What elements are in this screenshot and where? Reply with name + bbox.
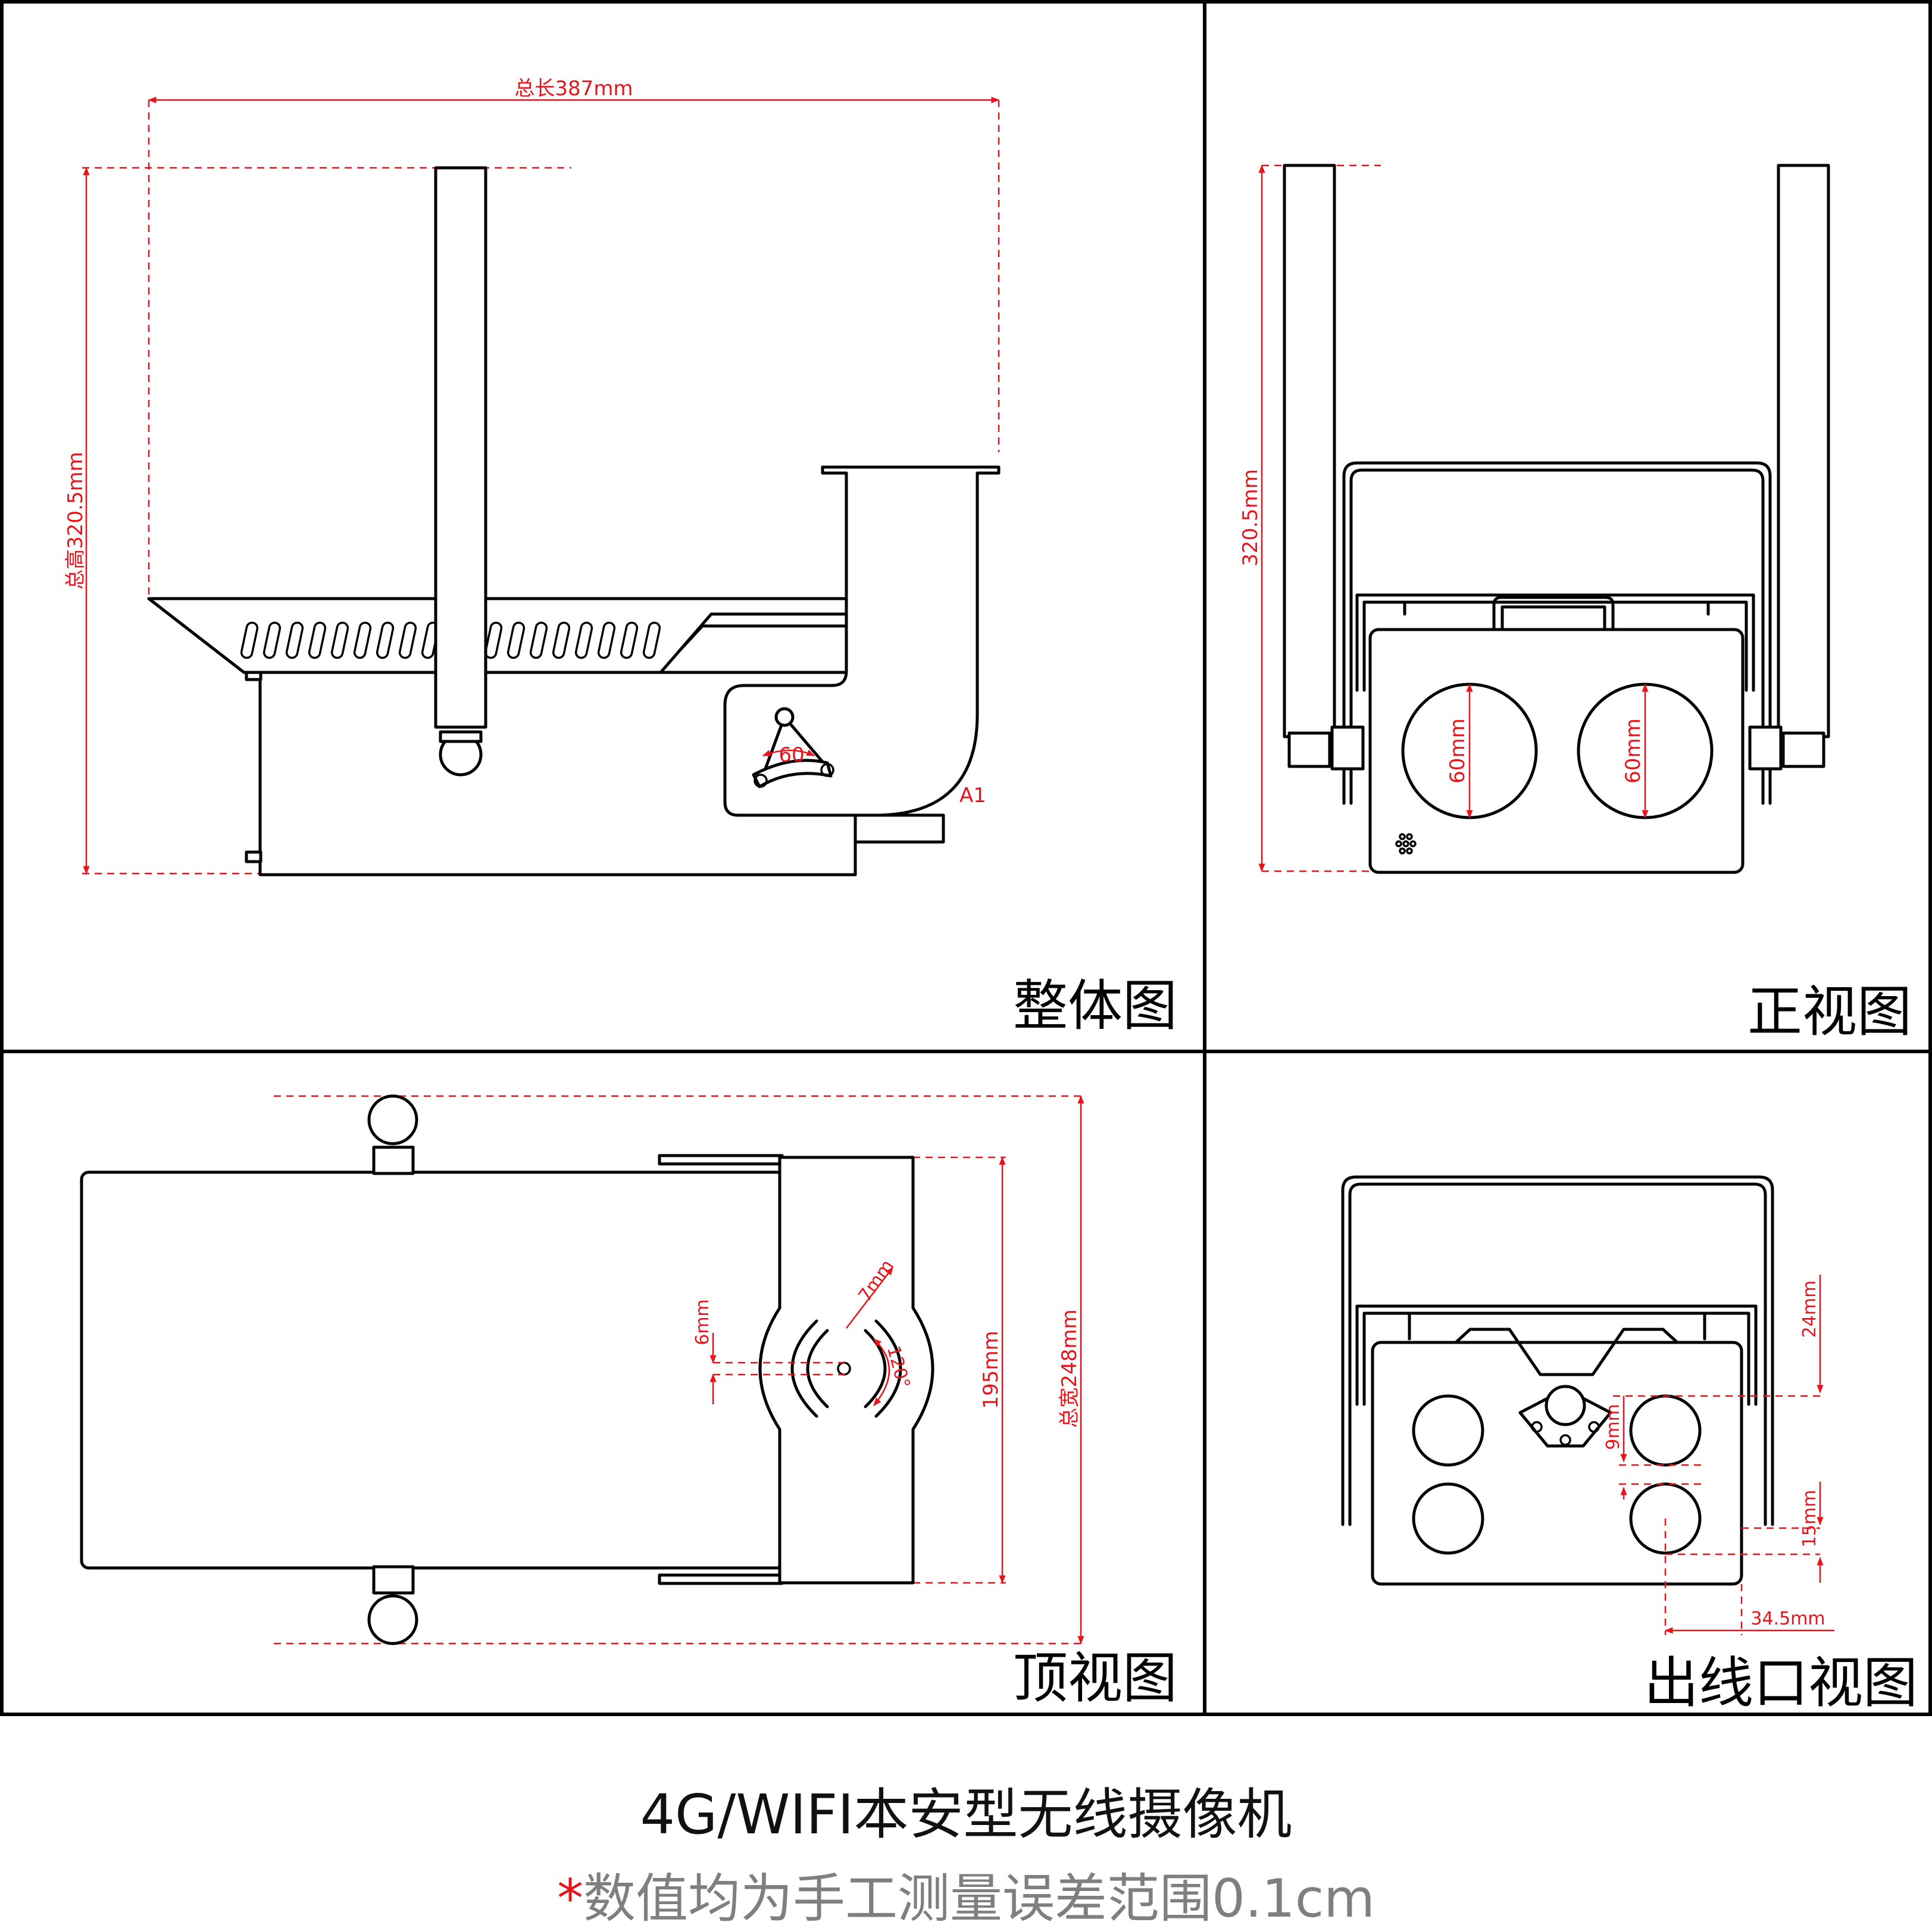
panel-grid bbox=[0, 0, 1932, 1716]
dim-34-5: 34.5mm bbox=[1750, 1608, 1825, 1629]
antenna-top-b bbox=[367, 1594, 418, 1645]
measurement-note: *数值均为手工测量误差范围0.1cm bbox=[0, 1857, 1932, 1922]
dim-9: 9mm bbox=[1603, 1404, 1624, 1450]
label-front: 正视图 bbox=[1747, 980, 1912, 1044]
dim-bracket-195: 195mm bbox=[979, 1331, 1003, 1408]
antenna-left bbox=[1283, 164, 1336, 738]
marker-a1: A1 bbox=[959, 784, 986, 807]
dim-front-height: 320.5mm bbox=[1239, 469, 1262, 566]
antenna-right bbox=[1777, 164, 1830, 738]
front-view: 320.5mm 60mm 60mm 正视图 bbox=[1239, 164, 1912, 1044]
dim-total-height: 总高320.5mm bbox=[64, 452, 87, 590]
cable-gland bbox=[1545, 1385, 1586, 1426]
antenna bbox=[434, 166, 487, 729]
note-text: 数值均为手工测量误差范围0.1cm bbox=[583, 1868, 1375, 1922]
angle-60: 60 bbox=[779, 743, 804, 767]
overall-view: 总长387mm 总高320.5mm bbox=[64, 77, 1177, 1038]
outlet-view: 24mm 9mm 15mm 34.5mm 出线口视图 bbox=[1341, 1175, 1918, 1715]
dim-15: 15mm bbox=[1799, 1490, 1820, 1548]
camera-top-body bbox=[80, 1170, 786, 1570]
label-overall: 整体图 bbox=[1013, 974, 1177, 1038]
port-3 bbox=[1629, 1394, 1702, 1467]
note-asterisk: * bbox=[557, 1868, 583, 1922]
vent-slots bbox=[240, 621, 661, 659]
mount-plate bbox=[758, 1156, 934, 1585]
dim-lens-left: 60mm bbox=[1446, 718, 1470, 784]
dim-total-length: 总长387mm bbox=[514, 77, 633, 101]
dim-offset-6: 6mm bbox=[692, 1299, 713, 1345]
dim-24: 24mm bbox=[1799, 1281, 1820, 1338]
label-outlet: 出线口视图 bbox=[1644, 1651, 1918, 1715]
dim-lens-right: 60mm bbox=[1621, 718, 1645, 784]
antenna-top-a bbox=[367, 1094, 418, 1145]
product-title: 4G/WIFI本安型无线摄像机 bbox=[640, 1783, 1292, 1846]
port-2 bbox=[1412, 1482, 1484, 1555]
label-top: 顶视图 bbox=[1013, 1646, 1177, 1710]
port-1 bbox=[1412, 1394, 1484, 1467]
mic-holes bbox=[1395, 833, 1417, 854]
top-view: 总宽248mm 195mm 120° 7mm 6mm 顶视图 bbox=[80, 1094, 1177, 1710]
dim-total-width: 总宽248mm bbox=[1058, 1309, 1081, 1428]
